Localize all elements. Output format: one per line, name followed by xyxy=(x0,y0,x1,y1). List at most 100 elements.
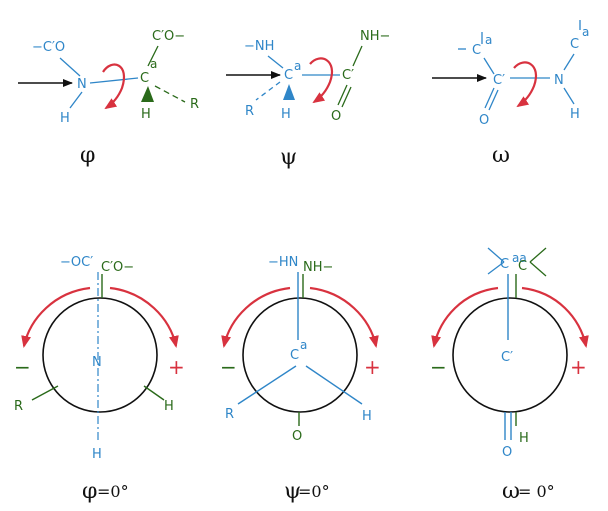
r-label: R xyxy=(14,399,23,414)
bond xyxy=(59,57,81,77)
bond xyxy=(563,53,575,71)
bond xyxy=(147,45,159,67)
bond xyxy=(563,87,575,105)
calpha-label: C xyxy=(290,348,299,363)
psi-equals-zero: =0° xyxy=(298,482,330,501)
plus-rotation-arrow xyxy=(109,286,179,348)
double-bond-a xyxy=(337,84,348,106)
r-label: R xyxy=(225,407,234,422)
h-bond xyxy=(143,385,165,401)
phi-equals-zero: =0° xyxy=(97,482,129,501)
calpha-label: C xyxy=(500,257,509,272)
minus-rotation-arrow xyxy=(431,286,499,348)
omega-top-diagram: C a C′ O N H C a ω xyxy=(432,20,589,168)
wedge-bond xyxy=(283,84,295,100)
calpha-superscript-2: a xyxy=(582,25,589,39)
calpha-superscript: a xyxy=(150,57,157,71)
hydrogen-label: H xyxy=(60,111,70,126)
rotation-arrow xyxy=(513,61,537,108)
cprime-label: C′ xyxy=(501,350,513,365)
newman-circle xyxy=(452,297,568,413)
bond xyxy=(529,247,547,263)
bond xyxy=(69,91,83,109)
double-bond-a xyxy=(484,87,495,109)
r-label: R xyxy=(190,97,199,112)
hydrogen-label: H xyxy=(570,107,580,122)
psi-newman-projection: −HN NH− C a R H O − + ψ =0° xyxy=(220,255,381,504)
plus-sign: + xyxy=(168,355,185,379)
calpha-label: C xyxy=(472,43,481,58)
h-label: H xyxy=(164,399,174,414)
plus-rotation-arrow xyxy=(521,286,589,348)
omega-equals-zero: = 0° xyxy=(518,482,555,501)
cprime-label: C′ xyxy=(493,73,505,88)
newman-circle xyxy=(42,297,158,413)
o-label: O xyxy=(502,445,512,460)
carbonyl-label: −C′O xyxy=(32,40,65,55)
nh-label: −NH xyxy=(244,39,274,54)
plus-rotation-arrow xyxy=(309,286,379,348)
calpha-superscript: a xyxy=(294,59,301,73)
calpha-label: C xyxy=(140,71,149,86)
rotation-arrow xyxy=(102,63,125,110)
psi-top-diagram: −NH C a R H C′ NH− O ψ xyxy=(226,29,390,170)
omega-symbol: ω xyxy=(492,143,510,168)
r-bond xyxy=(237,365,297,405)
nitrogen-label: N xyxy=(77,77,87,92)
r-label: R xyxy=(245,104,254,119)
dashed-bond xyxy=(154,85,186,103)
o-label: O xyxy=(331,109,341,124)
rotation-arrow xyxy=(309,57,333,104)
h-bond xyxy=(305,365,363,405)
minus-sign: − xyxy=(430,355,447,379)
calpha-superscript: aa xyxy=(512,251,527,265)
nh-label-2: NH− xyxy=(360,29,390,44)
r-bond xyxy=(31,385,59,401)
psi-symbol: ψ xyxy=(284,479,301,504)
double-bond-b xyxy=(488,89,499,111)
bond xyxy=(352,45,363,67)
dashed-bond xyxy=(255,81,281,101)
o-label: O xyxy=(292,429,302,444)
plus-sign: + xyxy=(570,355,587,379)
newman-circle xyxy=(242,297,358,413)
phi-newman-projection: −OC′ C′O− N R H H − + φ =0° xyxy=(14,255,185,504)
omega-symbol: ω xyxy=(502,479,520,504)
minus-rotation-arrow xyxy=(221,286,291,348)
h-label: H xyxy=(362,409,372,424)
calpha-superscript: a xyxy=(300,338,307,352)
cprime-label: C′ xyxy=(342,68,354,83)
nitrogen-label: N xyxy=(92,355,102,370)
calpha-label: C xyxy=(284,68,293,83)
h-label: H xyxy=(141,107,151,122)
bond xyxy=(483,57,495,75)
calpha-label-2: C xyxy=(518,259,527,274)
phi-top-diagram: −C′O N H C a C′O− H R φ xyxy=(18,29,199,168)
minus-sign: − xyxy=(14,355,31,379)
h-label-2: H xyxy=(92,447,102,462)
calpha-label-2: C xyxy=(570,37,579,52)
plus-sign: + xyxy=(364,355,381,379)
bond xyxy=(529,261,547,277)
bond xyxy=(487,247,505,263)
phi-symbol: φ xyxy=(80,143,95,168)
n-ca-bond xyxy=(89,77,139,84)
h-label: H xyxy=(281,107,291,122)
nitrogen-label: N xyxy=(554,73,564,88)
minus-sign: − xyxy=(220,355,237,379)
o-label: O xyxy=(479,113,489,128)
calpha-superscript: a xyxy=(485,33,492,47)
nh-label: NH− xyxy=(303,260,333,275)
h-label: H xyxy=(519,431,529,446)
carbonyl-o-label: C′O− xyxy=(152,29,185,44)
double-bond-b xyxy=(341,86,352,108)
carbonyl-o-label: C′O− xyxy=(101,260,134,275)
psi-symbol: ψ xyxy=(280,145,297,170)
bond xyxy=(487,261,505,275)
bond xyxy=(267,55,284,69)
phi-symbol: φ xyxy=(82,479,97,504)
hn-label: −HN xyxy=(268,255,298,270)
omega-newman-projection: C aa C C′ H O − + ω = 0° xyxy=(430,247,589,504)
